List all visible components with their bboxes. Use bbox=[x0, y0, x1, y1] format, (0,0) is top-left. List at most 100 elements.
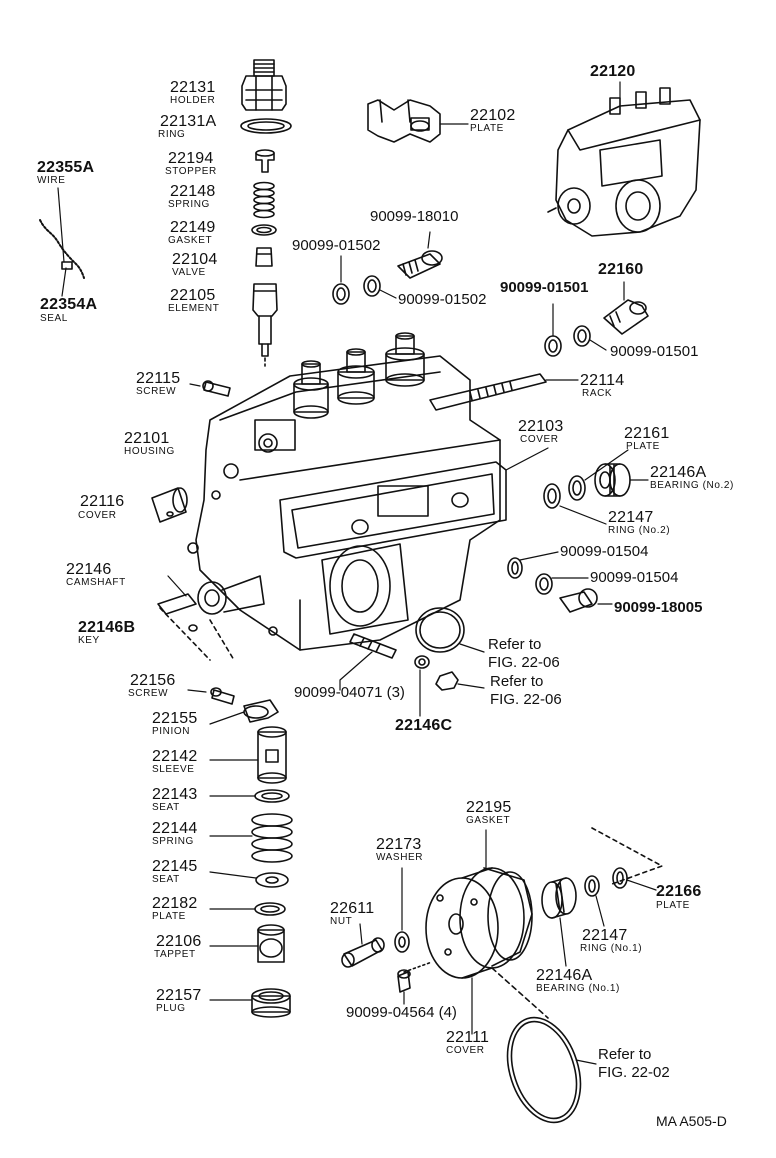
callout-22104-number: 22104 bbox=[172, 251, 218, 268]
callout-22102-name: PLATE bbox=[470, 123, 504, 134]
seal-22146C-drawing bbox=[414, 655, 430, 669]
screw-22156-drawing bbox=[187, 687, 235, 705]
callout-22166-name: PLATE bbox=[656, 900, 690, 911]
spring-drawing bbox=[253, 181, 275, 219]
part-code-90099-01504-b: 90099-01504 bbox=[590, 569, 679, 586]
sleeve-drawing bbox=[209, 726, 287, 784]
callout-22146A-1-name: BEARING (No.1) bbox=[536, 983, 620, 994]
callout-22147-2-number: 22147 bbox=[608, 509, 654, 526]
callout-22147-2-name: RING (No.2) bbox=[608, 525, 671, 536]
callout-22148-number: 22148 bbox=[170, 183, 216, 200]
refer-to-fig-22-02-line1: Refer to bbox=[598, 1046, 652, 1063]
callout-22149-number: 22149 bbox=[170, 219, 216, 236]
cover-22103-drawing bbox=[279, 447, 549, 559]
callout-22146-name: CAMSHAFT bbox=[66, 577, 126, 588]
pinion-drawing bbox=[209, 699, 279, 725]
callout-22146C-number: 22146C bbox=[395, 717, 453, 734]
callout-22157-name: PLUG bbox=[156, 1003, 186, 1014]
callout-22161-number: 22161 bbox=[624, 425, 670, 442]
callout-22143-name: SEAT bbox=[152, 802, 180, 813]
callout-22355A-number: 22355A bbox=[37, 159, 95, 176]
callout-22104-name: VALVE bbox=[172, 267, 206, 278]
washer-01502a bbox=[332, 283, 350, 305]
plate-22182-drawing bbox=[209, 902, 286, 916]
callout-22146B-name: KEY bbox=[78, 635, 100, 646]
callout-22149-name: GASKET bbox=[168, 235, 213, 246]
element-drawing bbox=[252, 283, 278, 357]
washer-01502b bbox=[363, 275, 381, 297]
top-element-holders bbox=[293, 332, 425, 419]
callout-22131-name: HOLDER bbox=[170, 95, 216, 106]
o-ring-large-drawing bbox=[491, 967, 597, 1124]
callout-22114-name: RACK bbox=[582, 388, 613, 399]
refer-to-fig-22-02-line2: FIG. 22-02 bbox=[598, 1064, 670, 1081]
part-code-90099-01502-b: 90099-01502 bbox=[398, 291, 487, 308]
callout-22115-number: 22115 bbox=[136, 370, 181, 387]
callout-22144-number: 22144 bbox=[152, 820, 198, 837]
callout-22101-name: HOUSING bbox=[124, 446, 175, 457]
bolt-04564-drawing bbox=[397, 961, 433, 1005]
tappet-drawing bbox=[209, 924, 285, 963]
callout-22145-name: SEAT bbox=[152, 874, 180, 885]
rack-drawing bbox=[429, 373, 579, 411]
nut-drawing bbox=[435, 671, 459, 691]
callout-22160-number: 22160 bbox=[598, 261, 644, 278]
callout-22195-number: 22195 bbox=[466, 799, 512, 816]
callout-22155-number: 22155 bbox=[152, 710, 198, 727]
plug-22157-drawing bbox=[209, 988, 291, 1018]
stud-04071-drawing bbox=[339, 633, 397, 691]
callout-22142-number: 22142 bbox=[152, 748, 198, 765]
callout-22148-name: SPRING bbox=[168, 199, 210, 210]
callout-22116-number: 22116 bbox=[80, 493, 125, 510]
callout-22194-number: 22194 bbox=[168, 150, 214, 167]
seat-22143-drawing bbox=[209, 789, 290, 803]
housing-22101-drawing bbox=[187, 355, 501, 651]
callout-22146-number: 22146 bbox=[66, 561, 112, 578]
o-ring-drawing bbox=[415, 607, 465, 653]
callout-22105-name: ELEMENT bbox=[168, 303, 220, 314]
callout-22182-number: 22182 bbox=[152, 895, 198, 912]
plate-22102-drawing bbox=[367, 99, 469, 143]
callout-22166-number: 22166 bbox=[656, 883, 702, 900]
callout-22147-1-number: 22147 bbox=[582, 927, 628, 944]
refer-to-fig-22-06-a-line2: FIG. 22-06 bbox=[488, 654, 560, 671]
callout-22105-number: 22105 bbox=[170, 287, 216, 304]
part-code-90099-01504-a: 90099-01504 bbox=[560, 543, 649, 560]
drawing-code: MA A505-D bbox=[656, 1113, 727, 1129]
refer-to-fig-22-06-b-line1: Refer to bbox=[490, 673, 544, 690]
callout-22156-number: 22156 bbox=[130, 672, 176, 689]
key-drawing bbox=[188, 624, 198, 632]
callout-22111-name: COVER bbox=[446, 1045, 485, 1056]
bolt-22160-drawing bbox=[603, 281, 649, 335]
callout-22131A-number: 22131A bbox=[160, 113, 217, 130]
callout-22111-number: 22111 bbox=[446, 1029, 490, 1046]
callout-22142-name: SLEEVE bbox=[152, 764, 195, 775]
bearing-no1-drawing bbox=[541, 877, 577, 967]
callout-22194-name: STOPPER bbox=[165, 166, 217, 177]
callout-22131-number: 22131 bbox=[170, 79, 216, 96]
callout-22103-number: 22103 bbox=[518, 418, 564, 435]
callout-22146A-1-number: 22146A bbox=[536, 967, 593, 984]
callout-22144-name: SPRING bbox=[152, 836, 194, 847]
seat-22145-drawing bbox=[209, 871, 289, 888]
callout-22145-number: 22145 bbox=[152, 858, 198, 875]
callout-22161-name: PLATE bbox=[626, 441, 660, 452]
callout-22195-name: GASKET bbox=[466, 815, 511, 826]
pump-assembly-22120-drawing bbox=[547, 81, 701, 237]
washer-22173-drawing bbox=[394, 867, 410, 953]
callout-22146A-2-name: BEARING (No.2) bbox=[650, 480, 734, 491]
callout-22156-name: SCREW bbox=[128, 688, 169, 699]
callout-22106-number: 22106 bbox=[156, 933, 202, 950]
part-code-90099-01502-a: 90099-01502 bbox=[292, 237, 381, 254]
part-code-90099-01501-a: 90099-01501 bbox=[500, 279, 589, 296]
part-code-90099-18010: 90099-18010 bbox=[370, 208, 459, 225]
callout-22115-name: SCREW bbox=[136, 386, 177, 397]
callout-22173-number: 22173 bbox=[376, 836, 422, 853]
stopper-drawing bbox=[255, 149, 275, 173]
holder-drawing bbox=[241, 59, 287, 111]
part-code-90099-01501-b: 90099-01501 bbox=[610, 343, 699, 360]
callout-22157-number: 22157 bbox=[156, 987, 202, 1004]
part-code-90099-04564: 90099-04564 (4) bbox=[346, 1004, 457, 1021]
callout-22103-name: COVER bbox=[520, 434, 559, 445]
